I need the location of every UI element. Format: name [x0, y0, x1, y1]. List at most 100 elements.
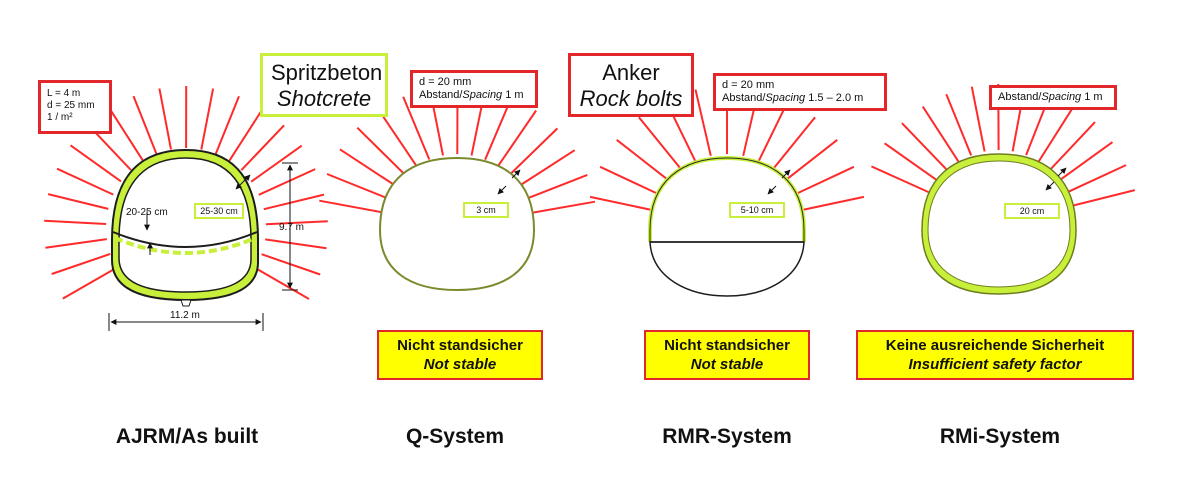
- rock-bolt: [228, 108, 264, 162]
- rock-bolt: [132, 95, 158, 155]
- rmr-title: RMR-System: [662, 425, 792, 448]
- rock-bolt: [69, 144, 122, 183]
- rmr-bolt-spacing: Abstand/Spacing 1.5 – 2.0 m: [722, 92, 864, 104]
- rmr-rock-bolts: [589, 86, 865, 212]
- rock-bolt: [44, 219, 107, 225]
- rmr-tunnel: [589, 86, 865, 297]
- rmr-bolt-params: d = 20 mm Abstand/Spacing 1.5 – 2.0 m: [713, 73, 887, 111]
- legend-shotcrete-de: Spritzbeton: [271, 60, 383, 85]
- rock-bolt: [523, 173, 588, 201]
- legend-shotcrete-en: Shotcrete: [276, 86, 372, 111]
- ajrm-rock-bolts: [44, 85, 328, 300]
- rmr-status-box: Nicht standsicher Not stable: [644, 330, 810, 380]
- rock-bolt: [51, 252, 111, 275]
- rock-bolt: [47, 193, 109, 210]
- rmr-shotcrete-lining: [648, 155, 806, 242]
- rock-bolt: [945, 93, 973, 156]
- q-rock-bolts: [319, 85, 596, 215]
- rock-bolt: [599, 165, 663, 197]
- ajrm-height-label: 9.7 m: [279, 222, 305, 233]
- q-bolt-spacing: Abstand/Spacing 1 m: [419, 89, 524, 101]
- ajrm-tunnel: [44, 85, 328, 331]
- ajrm-bolt-diameter: d = 25 mm: [47, 100, 95, 111]
- rmr-status-en: Not stable: [690, 356, 764, 373]
- rock-bolt: [783, 139, 838, 183]
- rock-bolt: [158, 88, 172, 150]
- rmr-status-de: Nicht standsicher: [664, 337, 790, 354]
- rock-bolt: [258, 168, 316, 196]
- ajrm-bolt-density: 1 / m²: [47, 112, 73, 123]
- ajrm-temporary-invert: [112, 231, 258, 248]
- ajrm-shotcrete-thickness: 25-30 cm: [194, 203, 244, 219]
- ajrm-bolt-params: L = 4 m d = 25 mm 1 / m²: [38, 80, 112, 134]
- q-status-en: Not stable: [423, 356, 497, 373]
- rmr-shotcrete-thickness: 5-10 cm: [729, 202, 785, 218]
- q-shotcrete-thickness: 3 cm: [463, 202, 509, 218]
- rock-bolt: [589, 195, 657, 212]
- rock-bolt: [616, 139, 671, 183]
- rock-bolt: [326, 173, 391, 201]
- legend-shotcrete: Spritzbeton Shotcrete: [260, 53, 388, 117]
- ajrm-inner-opening: [118, 157, 252, 293]
- q-bolt-params: d = 20 mm Abstand/Spacing 1 m: [410, 70, 538, 108]
- rock-bolt: [200, 88, 215, 150]
- rock-bolt: [240, 124, 285, 171]
- ajrm-title: AJRM/As built: [115, 425, 259, 448]
- q-tunnel: [319, 85, 596, 292]
- rock-bolt: [1037, 105, 1075, 163]
- rmi-bolt-spacing: Abstand/Spacing 1 m: [998, 91, 1103, 103]
- rock-bolt: [970, 86, 986, 152]
- rock-bolt: [1065, 164, 1127, 194]
- legend-rockbolts-de: Anker: [602, 60, 660, 85]
- rock-bolt: [694, 89, 712, 157]
- ajrm-bolt-length: L = 4 m: [47, 88, 81, 99]
- rock-bolt: [214, 95, 240, 155]
- rmr-bolt-diameter: d = 20 mm: [722, 79, 775, 91]
- rock-bolt: [884, 142, 940, 183]
- rock-bolt: [797, 195, 865, 212]
- rock-bolt: [261, 253, 321, 276]
- q-bolt-diameter: d = 20 mm: [419, 76, 472, 88]
- rock-bolt: [402, 96, 431, 160]
- rmi-bolt-params: Abstand/Spacing 1 m: [989, 85, 1117, 110]
- rock-bolt: [496, 109, 537, 168]
- rock-bolt: [901, 122, 949, 172]
- rmi-title: RMi-System: [939, 425, 1061, 448]
- rock-bolt: [56, 167, 114, 196]
- rock-bolt: [1049, 121, 1096, 171]
- rock-bolt: [263, 193, 325, 211]
- q-status-de: Nicht standsicher: [397, 337, 523, 354]
- rock-bolt: [1070, 189, 1136, 208]
- q-shotcrete-lining: [378, 156, 536, 292]
- ajrm-width-label: 11.2 m: [170, 310, 200, 321]
- rock-bolt: [356, 126, 407, 177]
- rock-bolt: [377, 109, 418, 167]
- rmi-tunnel: [870, 83, 1136, 295]
- rock-bolt: [250, 144, 303, 183]
- rock-bolt: [1058, 141, 1114, 182]
- rock-bolt: [62, 266, 118, 300]
- rock-bolt: [45, 238, 107, 249]
- rock-bolt: [791, 165, 855, 197]
- rock-bolt: [265, 220, 328, 226]
- rock-bolt: [921, 106, 960, 163]
- rock-bolt: [516, 149, 576, 188]
- rmi-shotcrete-thickness: 20 cm: [1004, 203, 1060, 219]
- q-status-box: Nicht standsicher Not stable: [377, 330, 543, 380]
- ajrm-drain: [180, 299, 192, 307]
- q-title: Q-System: [405, 425, 505, 448]
- rock-bolt: [870, 165, 933, 195]
- rmr-bench: [649, 241, 805, 297]
- rmi-status-box: Keine ausreichende Sicherheit Insufficie…: [856, 330, 1134, 380]
- rock-bolt: [507, 127, 559, 177]
- legend-rockbolts-en: Rock bolts: [579, 86, 683, 111]
- rock-bolt: [319, 199, 387, 214]
- rock-bolt: [339, 148, 398, 188]
- legend-rockbolts: Anker Rock bolts: [568, 53, 694, 117]
- rock-bolt: [108, 107, 144, 162]
- rock-bolt: [527, 200, 596, 215]
- rock-bolt: [638, 116, 683, 171]
- rmi-status-de: Keine ausreichende Sicherheit: [885, 337, 1105, 354]
- rock-bolt: [254, 267, 310, 300]
